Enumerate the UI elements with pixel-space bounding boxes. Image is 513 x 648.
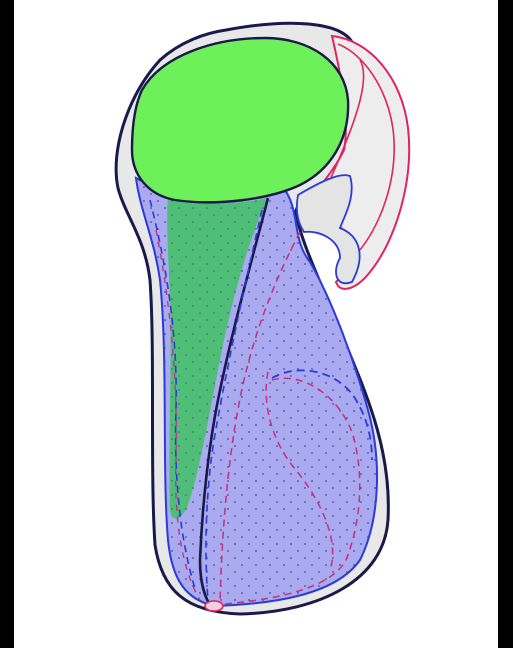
basal-pore (205, 601, 223, 611)
